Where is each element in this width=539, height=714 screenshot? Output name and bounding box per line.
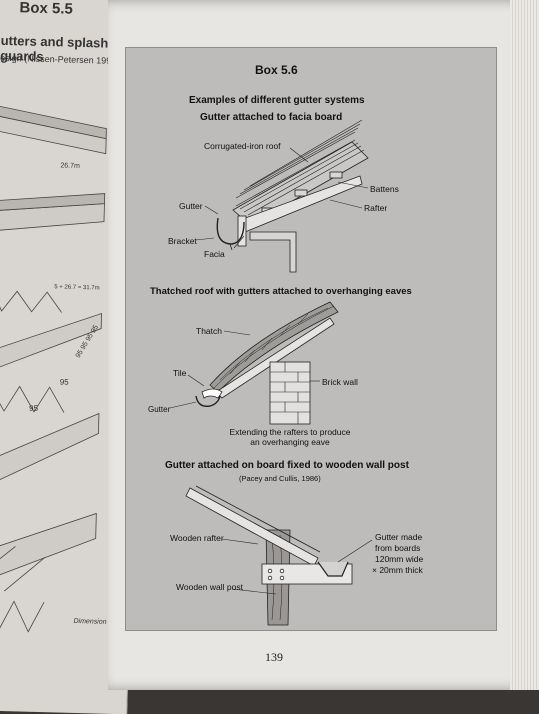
label-facia: Facia (204, 249, 225, 259)
box-title: Box 5.6 (255, 63, 298, 77)
label-bracket: Bracket (168, 236, 197, 246)
label-gutter-made-4: × 20mm thick (372, 565, 423, 575)
box-subtitle: Examples of different gutter systems (189, 95, 365, 106)
label-gutter-made-3: 120mm wide (375, 554, 424, 564)
label-wooden-post: Wooden wall post (176, 582, 243, 592)
thatch-gutter-diagram (169, 301, 339, 425)
label-gutter-2: Gutter (148, 405, 171, 414)
left-gutter-illustration (0, 105, 107, 633)
post-gutter-diagram (185, 485, 373, 626)
section2-caption-1: Extending the rafters to produce (229, 427, 351, 437)
label-tile: Tile (173, 368, 187, 378)
label-gutter-1: Gutter (179, 201, 203, 211)
facia-gutter-diagram (195, 119, 369, 273)
label-brick-wall: Brick wall (322, 377, 358, 387)
label-wooden-rafter: Wooden rafter (170, 533, 224, 543)
label-rafter: Rafter (364, 203, 388, 213)
section2-caption-2: an overhanging eave (250, 437, 330, 447)
section3-heading: Gutter attached on board fixed to wooden… (165, 460, 409, 471)
section2-heading: Thatched roof with gutters attached to o… (150, 286, 412, 297)
section3-source: (Pacey and Cullis, 1986) (239, 474, 321, 483)
label-thatch: Thatch (196, 326, 222, 336)
label-battens: Battens (370, 184, 399, 194)
label-roof: Corrugated-iron roof (204, 141, 281, 151)
page-number: 139 (265, 650, 283, 664)
left-page: Box 5.5 utters and splash-guards esign (… (0, 0, 146, 714)
page-edges (510, 0, 539, 690)
section1-heading: Gutter attached to facia board (200, 112, 343, 123)
label-gutter-made-1: Gutter made (375, 532, 423, 542)
label-gutter-made-2: from boards (375, 543, 421, 553)
